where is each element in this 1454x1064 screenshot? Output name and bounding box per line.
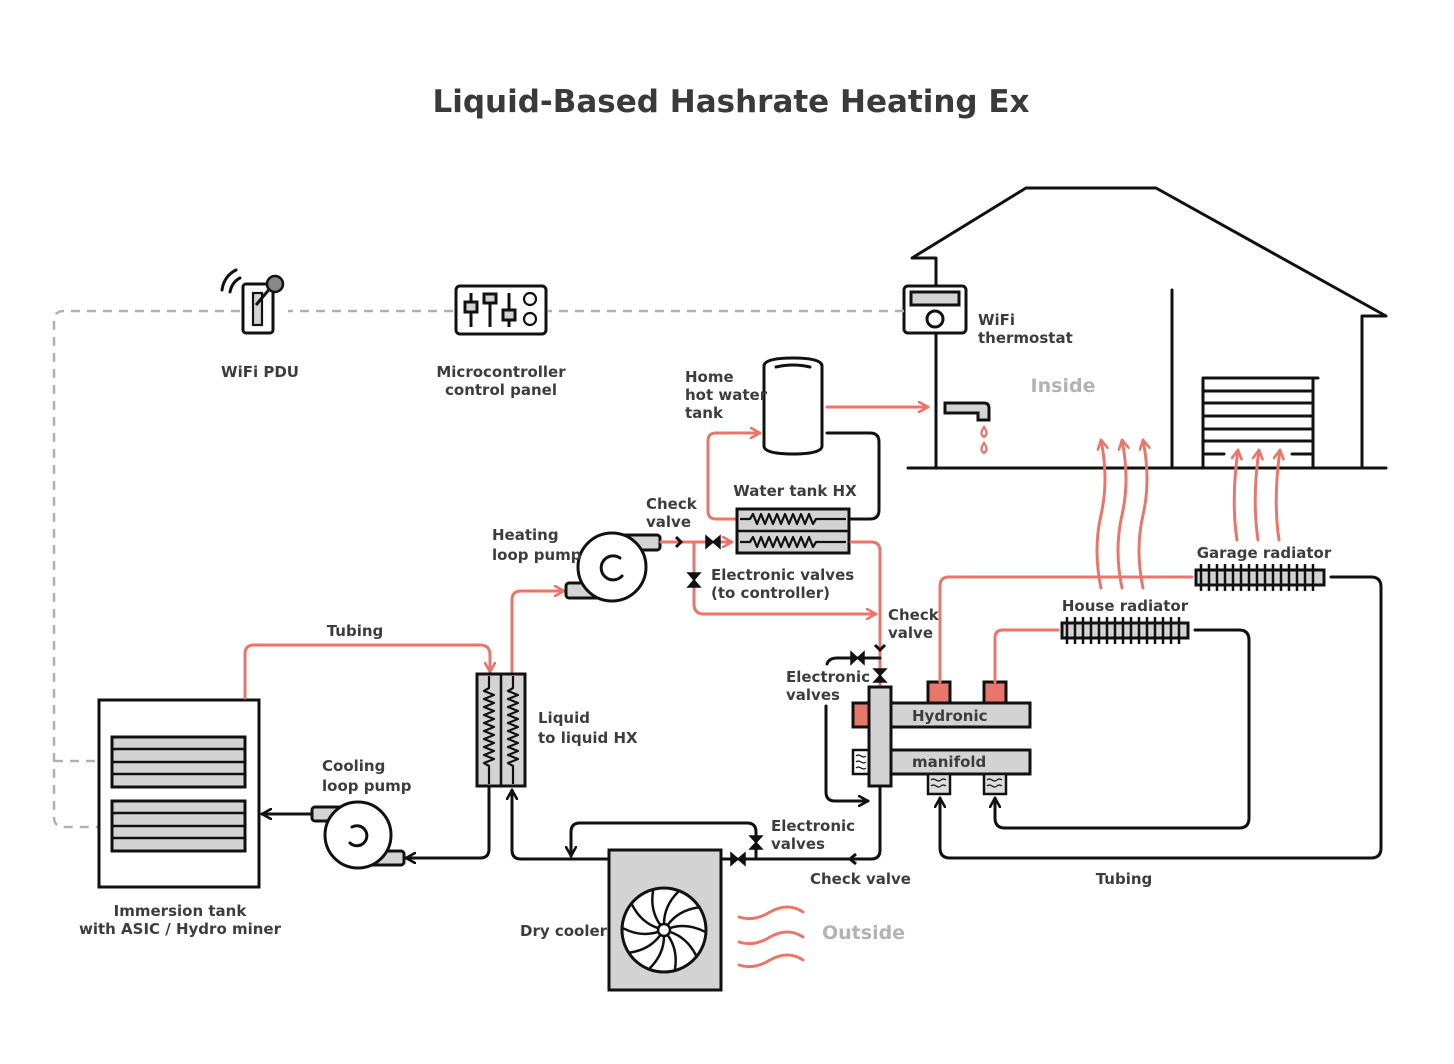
heat-rising-house-icon xyxy=(1095,438,1147,590)
house-radiator-label: House radiator xyxy=(1062,597,1189,615)
liquid-hx-label-1: Liquid xyxy=(538,709,590,727)
electronic-valve-icon[interactable] xyxy=(872,668,888,683)
hx-to-cooling-pump-line xyxy=(404,786,491,858)
manifold-bypass-line xyxy=(825,656,882,666)
electronic-valve-icon[interactable] xyxy=(748,835,764,850)
electronic-valve-icon[interactable] xyxy=(730,851,746,867)
immersion-tank[interactable] xyxy=(97,698,261,889)
thermostat-label-1: WiFi xyxy=(978,311,1015,329)
immersion-tank-label-1: Immersion tank xyxy=(114,902,248,920)
control-line xyxy=(52,309,904,829)
electronic-valves-controller-label-1: Electronic valves xyxy=(711,566,854,584)
dry-cooler[interactable] xyxy=(607,848,723,992)
electronic-valves-controller-label-2: (to controller) xyxy=(711,584,830,602)
liquid-hx-label-2: to liquid HX xyxy=(538,729,638,747)
cooling-pump[interactable] xyxy=(310,800,406,870)
hydronic-manifold[interactable] xyxy=(851,680,1032,796)
heat-rising-garage-icon xyxy=(1234,448,1280,542)
check-valve-icon xyxy=(873,643,887,653)
cooling-pump-label-2: loop pump xyxy=(322,777,412,795)
outside-label: Outside xyxy=(822,922,905,944)
garage-radiator-label: Garage radiator xyxy=(1197,544,1332,562)
power-switch-icon[interactable] xyxy=(220,268,285,335)
tubing-top-label: Tubing xyxy=(327,622,384,640)
electronic-valves-manifold-label-2: valves xyxy=(786,686,840,704)
heating-pump-label-1: Heating xyxy=(492,526,559,544)
wifi-pdu-label: WiFi PDU xyxy=(221,363,299,381)
cooling-pump-label-1: Cooling xyxy=(322,757,385,775)
water-hx-to-manifold-line xyxy=(849,540,882,688)
electronic-valves-cooler-label-1: Electronic xyxy=(771,817,855,835)
check-valve-manifold-label-2: valve xyxy=(888,624,933,642)
heating-pump-label-2: loop pump xyxy=(492,546,582,564)
thermostat-icon[interactable] xyxy=(902,284,968,335)
hx-to-heating-pump-line xyxy=(510,591,566,674)
manifold-to-house-line xyxy=(993,628,1060,684)
electronic-valves-cooler-label-2: valves xyxy=(771,835,825,853)
faucet-icon xyxy=(943,401,991,455)
immersion-tank-label-2: with ASIC / Hydro miner xyxy=(79,920,282,938)
manifold-label-1: Hydronic xyxy=(912,707,987,725)
hx-to-tank-line xyxy=(706,433,762,521)
hot-water-tank-label-2: hot water xyxy=(685,386,768,404)
tank-return-line xyxy=(825,431,881,521)
manifold-label-2: manifold xyxy=(912,753,986,771)
garage-radiator[interactable] xyxy=(1194,564,1326,591)
heating-pump[interactable] xyxy=(564,531,662,603)
garage-door xyxy=(1201,376,1320,470)
heat-waves-outside-icon xyxy=(737,905,805,969)
check-valve-top-label-1: Check xyxy=(646,495,698,513)
inside-label: Inside xyxy=(1031,375,1096,397)
tank-to-hx-tubing xyxy=(243,643,490,700)
fan-icon xyxy=(620,886,708,974)
check-valve-icon xyxy=(847,852,857,866)
check-valve-icon xyxy=(674,535,684,549)
manifold-bypass-return-line xyxy=(824,704,870,801)
manifold-to-garage-line xyxy=(938,575,1194,684)
diagram-title: Liquid-Based Hashrate Heating Ex xyxy=(432,84,1029,120)
tubing-bottom-label: Tubing xyxy=(1096,870,1153,888)
hot-water-tank[interactable] xyxy=(762,356,824,456)
dry-cooler-return-line xyxy=(512,787,882,861)
house-radiator-return-line xyxy=(995,628,1251,830)
hot-water-tank-label-3: tank xyxy=(685,404,724,422)
liquid-to-liquid-hx[interactable] xyxy=(475,672,527,788)
house-radiator[interactable] xyxy=(1060,617,1190,644)
control-panel-label-2: control panel xyxy=(445,381,557,399)
dry-cooler-bypass-line xyxy=(571,821,758,861)
electronic-valve-icon[interactable] xyxy=(705,534,721,550)
control-panel-label-1: Microcontroller xyxy=(436,363,566,381)
check-valve-cooler-label: Check valve xyxy=(810,870,911,888)
hot-water-tank-label-1: Home xyxy=(685,368,734,386)
check-valve-top-label-2: valve xyxy=(646,513,691,531)
dry-cooler-label: Dry cooler xyxy=(520,922,608,940)
garage-radiator-return-line xyxy=(940,575,1383,860)
electronic-valves-manifold-label-1: Electronic xyxy=(786,668,870,686)
water-tank-hx-label: Water tank HX xyxy=(733,482,857,500)
water-tank-hx[interactable] xyxy=(735,507,851,555)
electronic-valve-icon[interactable] xyxy=(850,650,865,666)
thermostat-label-2: thermostat xyxy=(978,329,1073,347)
bypass-line xyxy=(692,540,878,614)
electronic-valve-icon[interactable] xyxy=(686,572,702,588)
sliders-icon[interactable] xyxy=(454,284,548,336)
check-valve-manifold-label-1: Check xyxy=(888,606,940,624)
